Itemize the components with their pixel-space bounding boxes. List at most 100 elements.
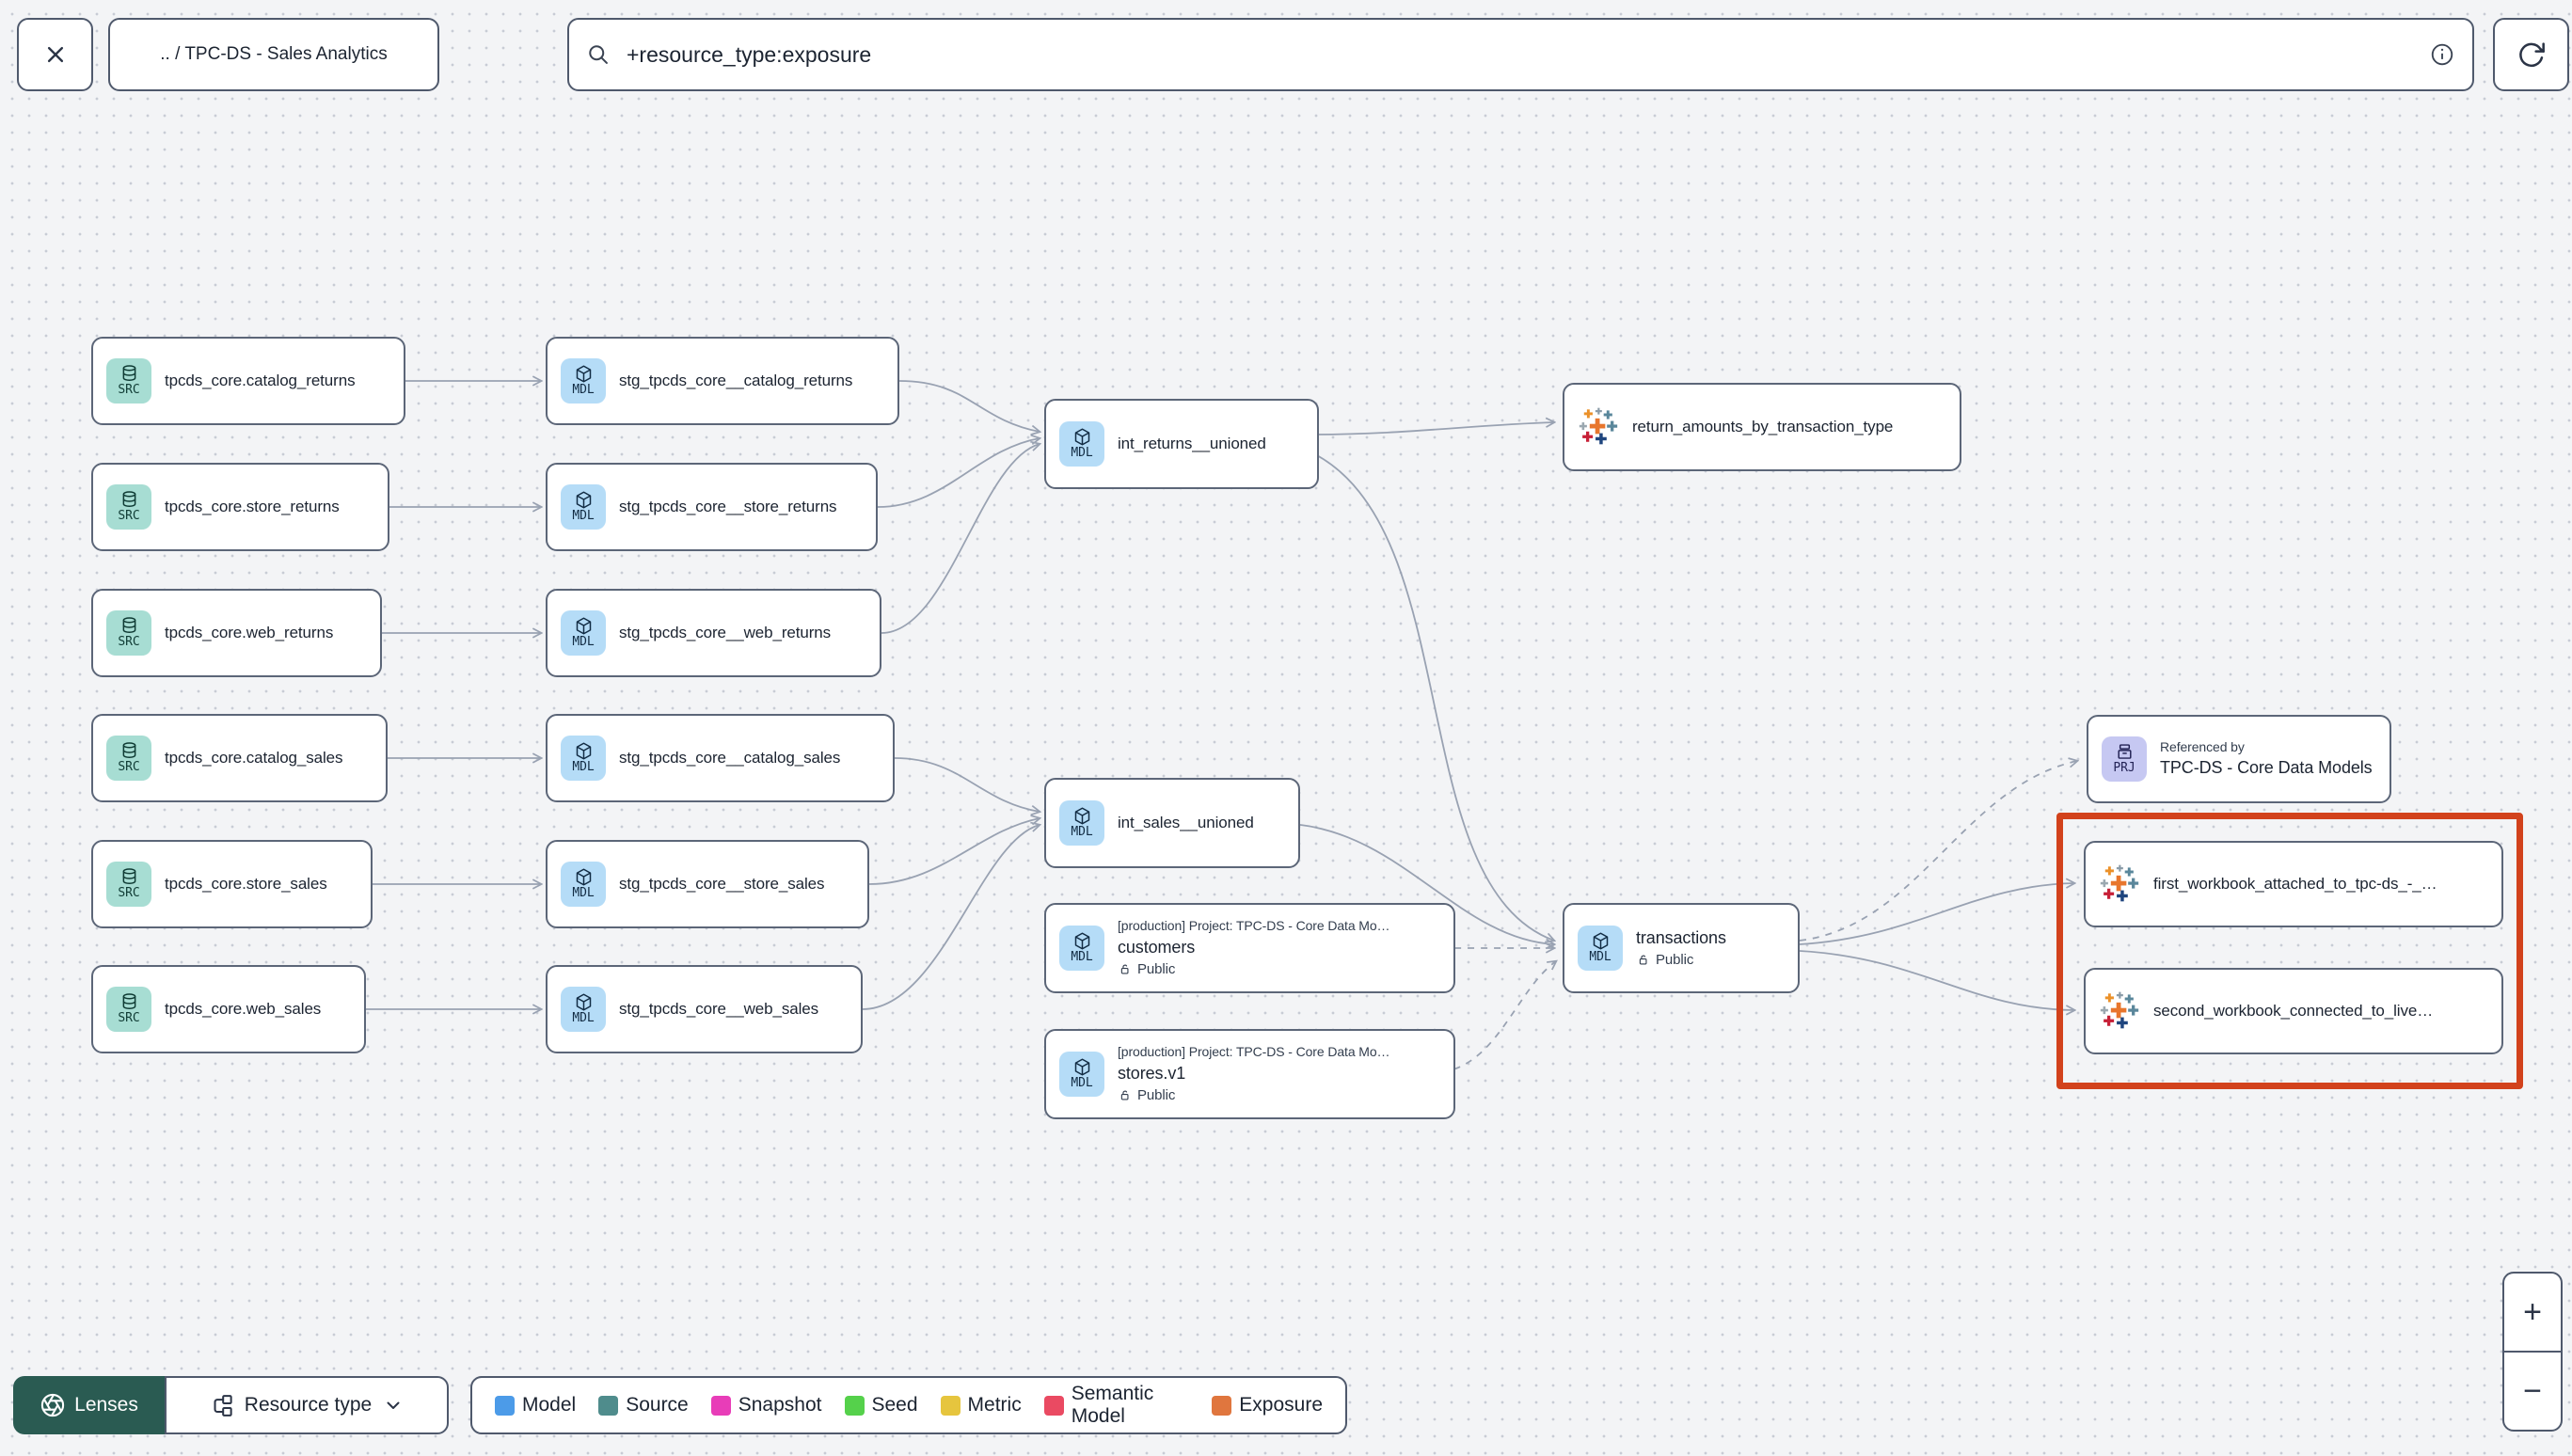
close-button[interactable]	[17, 18, 93, 91]
node-context: [production] Project: TPC-DS - Core Data…	[1118, 1044, 1390, 1060]
node-source-store-sales[interactable]: SRC tpcds_core.store_sales	[91, 840, 373, 928]
node-model-stg-catalog-sales[interactable]: MDL stg_tpcds_core__catalog_sales	[546, 714, 895, 802]
model-badge: MDL	[561, 987, 606, 1032]
node-label: first_workbook_attached_to_tpc-ds_-_…	[2153, 875, 2437, 893]
model-badge: MDL	[1578, 926, 1623, 971]
node-model-stg-store-sales[interactable]: MDL stg_tpcds_core__store_sales	[546, 840, 869, 928]
cube-icon	[1074, 932, 1089, 950]
info-icon[interactable]	[2429, 41, 2455, 68]
lenses-icon	[41, 1393, 65, 1417]
cube-icon	[576, 617, 591, 635]
unlock-icon	[1639, 955, 1647, 965]
node-label: stg_tpcds_core__web_sales	[619, 1000, 819, 1018]
zoom-in-button[interactable]: +	[2504, 1274, 2561, 1353]
node-label: tpcds_core.store_sales	[165, 875, 327, 893]
unlock-icon	[1120, 1090, 1129, 1100]
node-label: transactions	[1636, 927, 1726, 947]
tableau-icon	[2100, 864, 2139, 902]
chevron-down-icon	[387, 1401, 400, 1409]
node-project-referenced-by[interactable]: PRJ Referenced by TPC-DS - Core Data Mod…	[2087, 715, 2391, 803]
node-label: tpcds_core.catalog_sales	[165, 749, 343, 767]
node-model-customers[interactable]: MDL [production] Project: TPC-DS - Core …	[1044, 903, 1455, 993]
node-model-stg-web-returns[interactable]: MDL stg_tpcds_core__web_returns	[546, 589, 881, 677]
node-source-web-sales[interactable]: SRC tpcds_core.web_sales	[91, 965, 366, 1053]
exposure-color-swatch	[1212, 1395, 1232, 1416]
node-model-stg-catalog-returns[interactable]: MDL stg_tpcds_core__catalog_returns	[546, 337, 899, 425]
resource-type-dropdown[interactable]: Resource type	[165, 1376, 449, 1434]
model-badge: MDL	[561, 862, 606, 907]
breadcrumb-label: .. / TPC-DS - Sales Analytics	[160, 44, 388, 64]
search-bar	[567, 18, 2474, 91]
node-context: Referenced by	[2160, 738, 2245, 754]
model-badge: MDL	[1059, 800, 1104, 846]
cube-icon	[1074, 428, 1089, 446]
node-source-catalog-sales[interactable]: SRC tpcds_core.catalog_sales	[91, 714, 388, 802]
model-badge: MDL	[561, 358, 606, 404]
zoom-controls: + −	[2502, 1272, 2563, 1432]
resource-type-label: Resource type	[244, 1394, 373, 1416]
seed-color-swatch	[844, 1395, 865, 1416]
node-model-int-sales-unioned[interactable]: MDL int_sales__unioned	[1044, 778, 1300, 868]
project-icon	[2117, 744, 2132, 760]
node-label: stg_tpcds_core__catalog_returns	[619, 372, 853, 389]
model-badge: MDL	[1059, 1052, 1104, 1097]
node-exposure-second-workbook[interactable]: second_workbook_connected_to_live…	[2084, 968, 2503, 1054]
node-label: TPC-DS - Core Data Models	[2160, 758, 2373, 778]
model-badge: MDL	[1059, 926, 1104, 971]
lenses-label: Lenses	[74, 1394, 138, 1416]
tableau-icon	[2100, 991, 2139, 1029]
node-model-stg-web-sales[interactable]: MDL stg_tpcds_core__web_sales	[546, 965, 863, 1053]
node-label: tpcds_core.store_returns	[165, 498, 340, 515]
legend-item-snapshot: Snapshot	[710, 1394, 822, 1416]
node-model-transactions[interactable]: MDL transactions Public	[1563, 903, 1800, 993]
legend-item-model: Model	[495, 1394, 576, 1416]
zoom-out-button[interactable]: −	[2504, 1353, 2561, 1430]
source-badge: SRC	[106, 358, 151, 404]
node-source-store-returns[interactable]: SRC tpcds_core.store_returns	[91, 463, 389, 551]
legend-item-source: Source	[598, 1394, 689, 1416]
node-label: int_sales__unioned	[1118, 814, 1254, 831]
semantic-model-color-swatch	[1043, 1395, 1064, 1416]
source-badge: SRC	[106, 987, 151, 1032]
cube-icon	[576, 742, 591, 760]
legend-item-exposure: Exposure	[1212, 1394, 1323, 1416]
source-color-swatch	[598, 1395, 619, 1416]
snapshot-color-swatch	[710, 1395, 731, 1416]
model-color-swatch	[495, 1395, 515, 1416]
database-icon	[122, 491, 135, 508]
search-input[interactable]	[625, 40, 2416, 69]
refresh-icon	[2518, 42, 2545, 68]
node-label: stg_tpcds_core__catalog_sales	[619, 749, 841, 767]
model-badge: MDL	[561, 736, 606, 781]
refresh-button[interactable]	[2493, 18, 2569, 91]
lenses-button[interactable]: Lenses	[13, 1376, 165, 1434]
node-model-stg-store-returns[interactable]: MDL stg_tpcds_core__store_returns	[546, 463, 878, 551]
metric-color-swatch	[940, 1395, 961, 1416]
model-badge: MDL	[1059, 421, 1104, 467]
project-badge: PRJ	[2102, 736, 2147, 782]
node-label: stg_tpcds_core__store_sales	[619, 875, 825, 893]
resource-type-icon	[214, 1394, 232, 1416]
database-icon	[122, 742, 135, 759]
node-label: stores.v1	[1118, 1063, 1186, 1083]
cube-icon	[576, 993, 591, 1011]
node-source-web-returns[interactable]: SRC tpcds_core.web_returns	[91, 589, 382, 677]
node-exposure-return-amounts[interactable]: return_amounts_by_transaction_type	[1563, 383, 1961, 471]
node-label: customers	[1118, 937, 1196, 957]
legend-item-metric: Metric	[940, 1394, 1022, 1416]
node-exposure-first-workbook[interactable]: first_workbook_attached_to_tpc-ds_-_…	[2084, 841, 2503, 927]
node-label: second_workbook_connected_to_live…	[2153, 1002, 2434, 1020]
node-source-catalog-returns[interactable]: SRC tpcds_core.catalog_returns	[91, 337, 405, 425]
node-model-stores-v1[interactable]: MDL [production] Project: TPC-DS - Core …	[1044, 1029, 1455, 1119]
database-icon	[122, 993, 135, 1010]
source-badge: SRC	[106, 484, 151, 530]
breadcrumb[interactable]: .. / TPC-DS - Sales Analytics	[108, 18, 439, 91]
source-badge: SRC	[106, 736, 151, 781]
cube-icon	[1074, 1058, 1089, 1076]
node-model-int-returns-unioned[interactable]: MDL int_returns__unioned	[1044, 399, 1319, 489]
node-label: tpcds_core.web_sales	[165, 1000, 322, 1018]
search-icon	[589, 44, 608, 64]
node-label: stg_tpcds_core__web_returns	[619, 624, 832, 641]
cube-icon	[1074, 807, 1089, 825]
node-label: tpcds_core.web_returns	[165, 624, 334, 641]
